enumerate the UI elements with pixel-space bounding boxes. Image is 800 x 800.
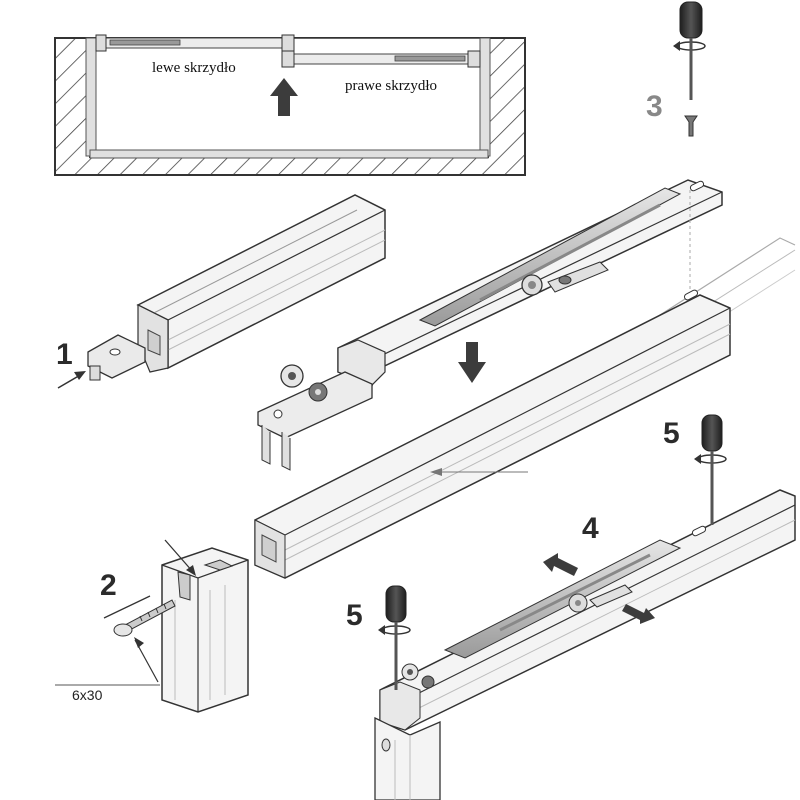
screwdriver-right-icon [701,414,723,452]
screwdriver-handle-icon [679,1,703,39]
left-push-arrow-icon [543,553,578,576]
screw-size-label: 6x30 [72,687,103,703]
track-insert [418,187,682,327]
step-5b-number: 5 [663,417,680,450]
screw-icon [684,115,698,137]
right-leaf-track [281,50,481,68]
up-arrow-icon [270,78,298,116]
end-profile-group: 1 [56,194,386,389]
step-2-number: 2 [100,569,117,602]
down-arrow-icon [458,342,486,383]
track-with-carriage [257,179,723,471]
end-cap-plate [87,334,146,379]
frame-right-strip [479,37,491,157]
lower-rail-body [254,294,731,579]
step-5a-number: 5 [346,599,363,632]
left-leaf-track [95,34,295,52]
right-leaf-label: prawe skrzydło [345,78,437,94]
door-leaf-edge [374,716,441,800]
final-assembly: 4 5 5 [346,414,796,800]
end-profile [136,194,386,370]
step-3-group: 3 [646,1,706,137]
mounting-plate [257,371,373,439]
frame-bottom-strip [89,149,489,159]
step-4-number: 4 [582,512,599,545]
lower-rail [254,294,731,579]
insert-arrow-icon [74,371,86,380]
step-2-group: 6x30 2 [55,539,249,713]
step-1-number: 1 [56,338,73,371]
right-push-arrow-icon [622,604,655,624]
slide-arrow-icon [430,468,442,476]
frame-left-strip [85,37,97,157]
plan-view: lewe skrzydło prawe skrzydło [54,34,526,176]
rotate-arrow-icon [673,41,680,51]
step-3-number: 3 [646,90,663,123]
left-leaf-label: lewe skrzydło [152,60,236,76]
screwdriver-left-icon [385,585,407,623]
